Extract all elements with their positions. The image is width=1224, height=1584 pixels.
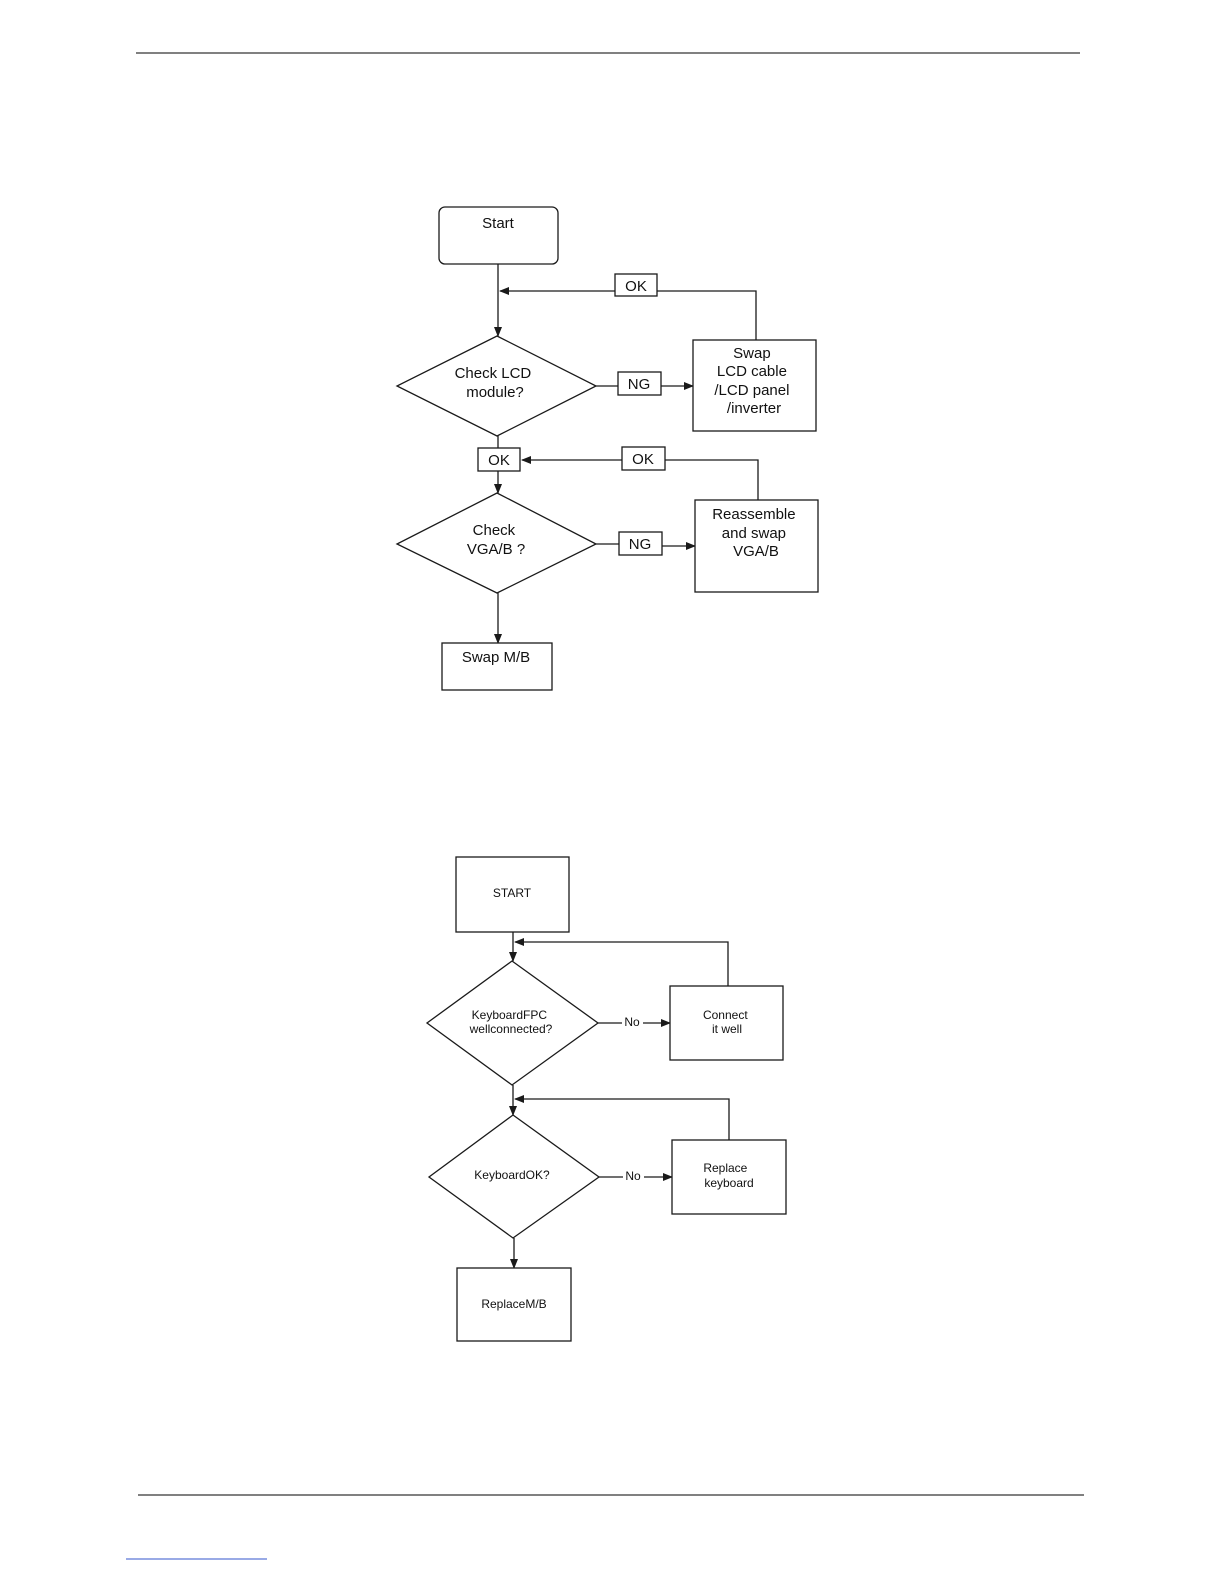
ng-1-label: NG <box>628 376 651 393</box>
keyboard-flowchart: START KeyboardFPC wellconnected? No Conn… <box>427 857 786 1341</box>
replace-mb-label: ReplaceM/B <box>481 1297 546 1311</box>
start-label: Start <box>482 215 515 232</box>
connector-replace-keyboard-return <box>515 1099 729 1140</box>
ok-return-2-label: OK <box>632 451 654 468</box>
ok-return-1-label: OK <box>625 278 647 295</box>
connector-swap-lcd-up <box>657 291 756 340</box>
check-keyboard-label: KeyboardOK? <box>474 1168 550 1182</box>
ok-down-label: OK <box>488 452 510 469</box>
swap-mb-label: Swap M/B <box>462 649 530 666</box>
start-label-2: START <box>493 886 532 900</box>
ng-2-label: NG <box>629 536 652 553</box>
no-2-label: No <box>625 1169 641 1183</box>
lcd-flowchart: Start OK Check LCD module? NG Swap LCD c… <box>397 207 818 690</box>
check-fpc-label: KeyboardFPC wellconnected? <box>469 1008 553 1036</box>
connector-connect-return <box>515 942 728 986</box>
connector-reassemble-up <box>665 460 758 500</box>
replace-keyboard-label: Replace keyboard <box>703 1161 753 1190</box>
no-1-label: No <box>624 1015 640 1029</box>
